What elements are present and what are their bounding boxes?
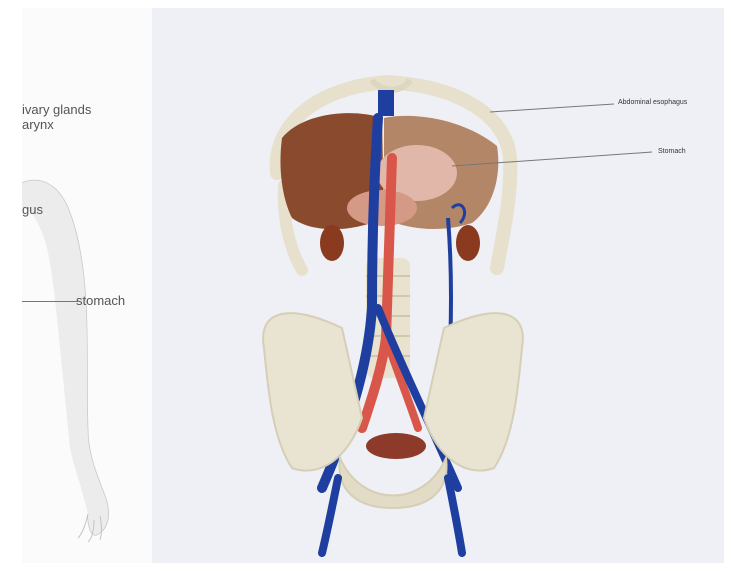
right-kidney [456, 225, 480, 261]
right-anatomy-panel: Abdominal esophagus Stomach [152, 8, 724, 563]
pelvis-left [263, 313, 362, 470]
label-esophagus: gus [22, 203, 43, 217]
left-kidney [320, 225, 344, 261]
label-abdominal-esophagus: Abdominal esophagus [618, 99, 687, 107]
label-pharynx: arynx [22, 118, 54, 132]
bottom-margin [0, 563, 738, 571]
esophagus-leader-line [490, 104, 614, 112]
anatomy-illustration [152, 8, 724, 563]
left-anatomy-panel: ivary glands arynx gus stomach [22, 8, 152, 563]
body-silhouette [22, 8, 152, 563]
label-stomach-left: stomach [76, 294, 125, 308]
right-margin [724, 0, 738, 571]
label-stomach-right: Stomach [658, 148, 686, 156]
pelvis-right [424, 313, 523, 470]
label-salivary-glands: ivary glands [22, 103, 91, 117]
stomach-leader-line [22, 301, 78, 302]
top-margin [0, 0, 738, 8]
bladder [366, 433, 426, 459]
